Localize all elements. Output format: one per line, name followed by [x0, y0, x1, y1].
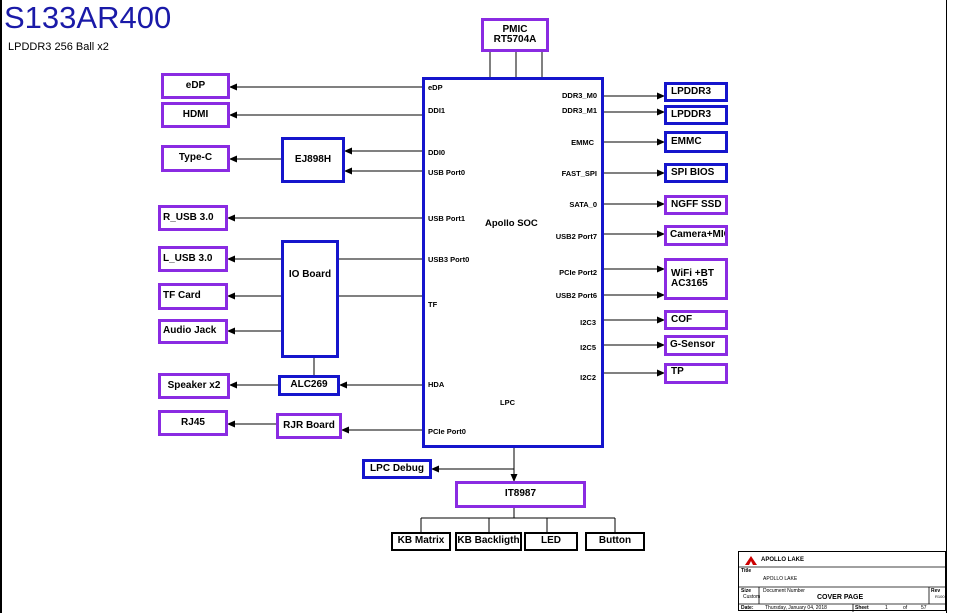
soc-pin-pcie-port2: PCIe Port2 — [559, 268, 597, 277]
soc-pin-ddi0: DDI0 — [428, 148, 446, 157]
sheet-label: Sheet — [855, 605, 869, 611]
wifi-bt-block: WiFi +BT AC3165 — [664, 258, 728, 300]
soc-pin-pcie-port0: PCIe Port0 — [428, 427, 466, 436]
date-value: Thursday, January 04, 2018 — [765, 605, 827, 611]
of-label: of — [903, 605, 908, 611]
spi-bios-block: SPI BIOS — [664, 163, 728, 183]
soc-pin-i2c2: I2C2 — [580, 373, 596, 382]
doc-label: Document Number — [763, 588, 805, 594]
soc-pin-i2c5: I2C5 — [580, 343, 596, 352]
soc-pin-edp: eDP — [428, 83, 443, 92]
apollo-soc — [422, 77, 604, 448]
button-block: Button — [585, 532, 645, 551]
soc-pin-i2c3: I2C3 — [580, 318, 596, 327]
rev-value: R100 — [935, 594, 945, 599]
title-label: Title — [741, 568, 752, 574]
emmc-block: EMMC — [664, 131, 728, 153]
soc-label: Apollo SOC — [485, 218, 538, 229]
kb-backlight-block: KB Backligth — [455, 532, 522, 551]
io-board-block: IO Board — [281, 240, 339, 358]
date-label: Date: — [741, 605, 754, 611]
lpddr3-b-block: LPDDR3 — [664, 105, 728, 125]
it8987-block: IT8987 — [455, 481, 586, 508]
title-block: APOLLO LAKE Title APOLLO LAKE Size Custo… — [738, 551, 947, 612]
lpddr3-a-block: LPDDR3 — [664, 82, 728, 102]
gsensor-block: G-Sensor — [664, 335, 728, 356]
soc-pin-usb-port1: USB Port1 — [428, 214, 466, 223]
logo-text: APOLLO LAKE — [761, 557, 804, 563]
of-value: 57 — [921, 605, 927, 611]
kb-matrix-block: KB Matrix — [391, 532, 451, 551]
rjr-board-block: RJR Board — [276, 413, 342, 439]
size-label: Size — [741, 588, 752, 594]
cof-block: COF — [664, 310, 728, 330]
soc-pin-tf: TF — [428, 300, 438, 309]
title-block-grid — [739, 566, 947, 612]
page-subtitle: LPDDR3 256 Ball x2 — [8, 41, 109, 53]
led-block: LED — [524, 532, 578, 551]
pmic-block: PMIC RT5704A — [481, 18, 549, 52]
rj45-block: RJ45 — [158, 410, 228, 436]
edp-block: eDP — [161, 73, 230, 99]
ngff-ssd-block: NGFF SSD — [664, 195, 728, 215]
page-title: S133AR400 — [4, 0, 172, 35]
frame-border-right — [946, 0, 947, 613]
speaker-block: Speaker x2 — [158, 373, 230, 399]
soc-pin-lpc: LPC — [500, 398, 515, 407]
camera-block: Camera+MIC — [664, 225, 728, 246]
ej898h-block: EJ898H — [281, 137, 345, 183]
tp-block: TP — [664, 363, 728, 384]
l-usb-block: L_USB 3.0 — [158, 246, 228, 272]
frame-border-left — [0, 0, 2, 613]
soc-pin-emmc: EMMC — [571, 138, 594, 147]
doc-value: COVER PAGE — [817, 594, 864, 601]
soc-pin-hda: HDA — [428, 380, 445, 389]
hdmi-block: HDMI — [161, 102, 230, 128]
soc-pin-sata0: SATA_0 — [569, 200, 597, 209]
soc-pin-usb3-port0: USB3 Port0 — [428, 255, 470, 264]
r-usb-block: R_USB 3.0 — [158, 205, 228, 231]
soc-pin-usb-port0: USB Port0 — [428, 168, 466, 177]
soc-pin-ddr3-m0: DDR3_M0 — [561, 91, 597, 100]
alc269-block: ALC269 — [278, 375, 340, 396]
sheet-value: 1 — [885, 605, 888, 611]
soc-pin-fast-spi: FAST_SPI — [561, 169, 597, 178]
soc-pin-ddi1: DDI1 — [428, 106, 446, 115]
rev-label: Rev — [931, 588, 941, 594]
tf-card-block: TF Card — [158, 283, 228, 310]
lpc-debug-block: LPC Debug — [362, 459, 432, 479]
typec-block: Type-C — [161, 145, 230, 172]
title-value: APOLLO LAKE — [763, 576, 798, 582]
size-value: Custom — [743, 594, 761, 600]
audio-jack-block: Audio Jack — [158, 319, 228, 344]
soc-pin-ddr3-m1: DDR3_M1 — [561, 106, 597, 115]
soc-pin-usb2-port6: USB2 Port6 — [555, 291, 597, 300]
soc-pin-usb2-port7: USB2 Port7 — [555, 232, 597, 241]
apollo-logo-icon — [745, 556, 757, 565]
